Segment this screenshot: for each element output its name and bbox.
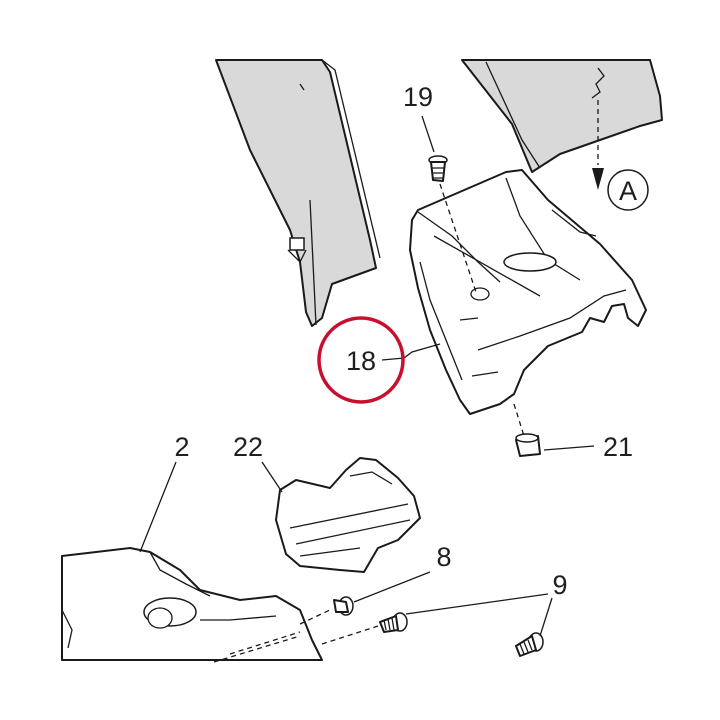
leader-9a [405,593,549,615]
callout-2: 2 [174,432,189,462]
leader-18 [381,343,441,361]
highlight-circle-18 [317,316,405,404]
right-fairing-panel [461,59,663,173]
leader-22 [261,461,283,493]
left-fairing-panel [215,59,377,327]
part-8-screw [299,596,354,625]
leader-9b [539,597,553,637]
callout-8: 8 [436,542,451,572]
arrow-a-head [592,168,604,190]
callout-9: 9 [552,570,567,600]
callout-21: 21 [603,432,633,462]
part-22-plate [275,457,421,573]
part-2-lower-fairing [61,547,323,663]
part-21-bushing [513,403,541,457]
callout-19: 19 [403,82,433,112]
view-a-label: A [619,176,637,206]
panel-clip [287,237,307,264]
leader-21 [543,445,595,451]
callout-22: 22 [233,432,263,462]
leader-2 [139,461,177,553]
view-a-circle [607,169,649,211]
part-18-cover [409,169,647,415]
part-9-screws [321,612,544,657]
leader-8 [353,571,431,603]
callout-18: 18 [346,346,376,376]
leader-19 [421,115,435,153]
part-19-screw [428,155,477,293]
